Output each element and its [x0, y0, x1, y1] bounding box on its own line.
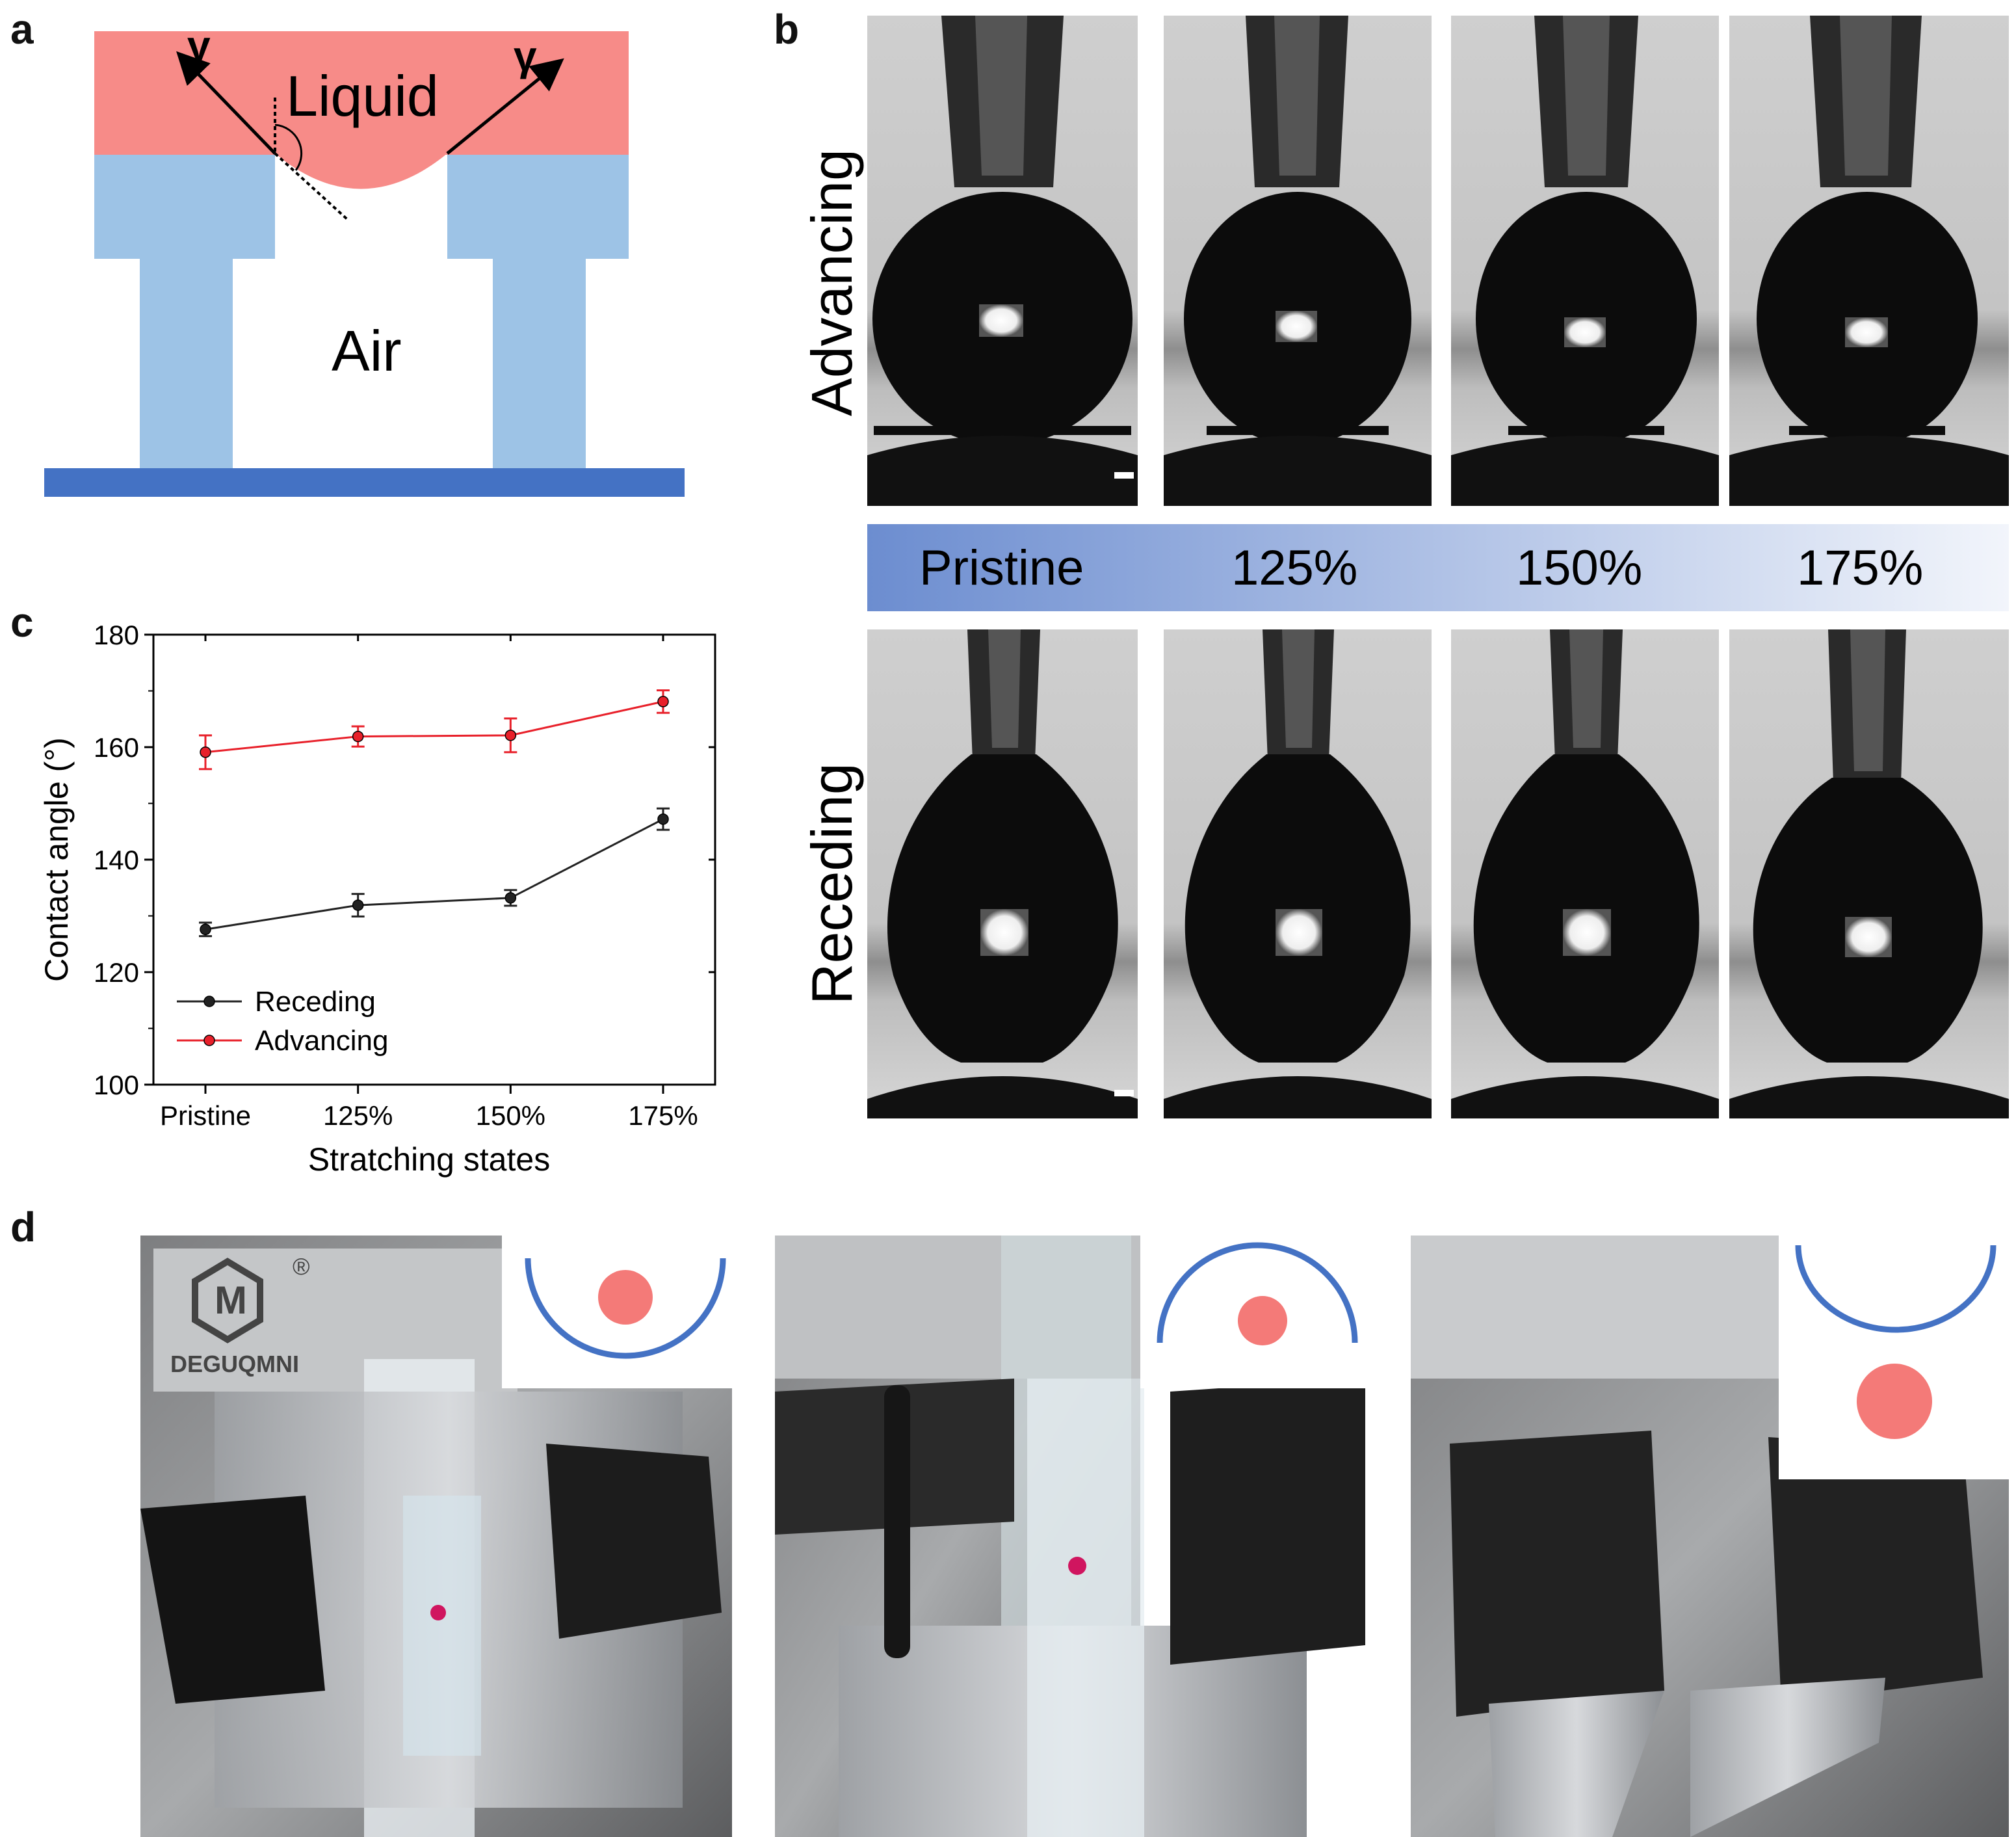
- data-point-advancing: [200, 747, 211, 758]
- inset-2-arc: [1157, 1242, 1358, 1343]
- data-point-advancing: [352, 730, 364, 743]
- legend-marker: [203, 1035, 215, 1046]
- inset-2-droplet-hanging: [1140, 1232, 1372, 1388]
- data-point-advancing: [504, 730, 517, 741]
- states-band: [867, 524, 2009, 611]
- tangent-dotted-line: [274, 152, 349, 221]
- panel-label-d: d: [10, 1204, 36, 1250]
- red-droplet-2: [1068, 1557, 1086, 1575]
- gamma-arrow-right: [446, 58, 564, 155]
- droplet-photo-grid: [867, 16, 2009, 1118]
- states-band-labels: Pristine 125% 150% 175%: [867, 524, 2009, 611]
- schematic-panel-a: γ γ Liquid Air: [44, 22, 685, 497]
- inset-2-drop: [1238, 1296, 1287, 1345]
- state-label-175: 175%: [1797, 540, 1924, 596]
- inset-1-arc: [525, 1258, 726, 1359]
- series-layer: [199, 689, 670, 938]
- y-tick-label: 120: [94, 957, 139, 988]
- plot-frame: [152, 633, 716, 1086]
- inset-1-drop: [598, 1270, 653, 1325]
- y-axis: 100 120 140 160 180: [94, 620, 715, 1100]
- advancing-label: Advancing: [800, 149, 864, 416]
- inset-3-arc: [1795, 1245, 1996, 1333]
- advancing-frame-125: [1164, 16, 1432, 506]
- substrate-base: [44, 468, 685, 497]
- x-tick-label: Pristine: [160, 1100, 251, 1131]
- gamma-right-label: γ: [514, 33, 537, 79]
- x-tick-label: 175%: [628, 1100, 698, 1131]
- advancing-frame-150: [1451, 16, 1719, 506]
- caliper-brand-text: DEGUQMNI: [170, 1351, 299, 1377]
- legend-marker: [203, 996, 215, 1007]
- inset-3-drop: [1857, 1364, 1932, 1439]
- panel-label-a: a: [10, 6, 34, 53]
- y-tick-label: 160: [94, 732, 139, 763]
- contact-angle-arc: [274, 124, 303, 171]
- receding-frame-150: [1451, 629, 1719, 1118]
- caliper-photos: M DEGUQMNI ®: [140, 1236, 2009, 1837]
- caliper-photo-2: [775, 1236, 1365, 1837]
- panel-label-c: c: [10, 599, 34, 646]
- liquid-label: Liquid: [286, 64, 439, 128]
- caliper-photo-1: M DEGUQMNI ®: [140, 1236, 732, 1837]
- pillar-cap-left: [94, 155, 275, 259]
- state-label-125: 125%: [1231, 540, 1358, 596]
- advancing-frame-pristine: [867, 16, 1138, 506]
- data-point-advancing: [657, 696, 669, 707]
- receding-frame-pristine: [867, 629, 1138, 1118]
- panel-label-b: b: [774, 6, 800, 53]
- receding-label: Receding: [800, 763, 864, 1005]
- y-axis-title: Contact angle (°): [38, 737, 75, 982]
- y-tick-label: 100: [94, 1070, 139, 1100]
- receding-frame-175: [1729, 629, 2009, 1118]
- y-tick-label: 140: [94, 845, 139, 875]
- x-axis-title: Stratching states: [308, 1141, 550, 1178]
- legend-label: Receding: [255, 986, 376, 1018]
- data-point-receding: [504, 892, 517, 904]
- air-label: Air: [332, 319, 402, 383]
- state-label-150: 150%: [1516, 540, 1643, 596]
- gamma-arrow-left: [176, 51, 276, 155]
- gamma-left-label: γ: [187, 22, 211, 69]
- legend-label: Advancing: [255, 1025, 388, 1057]
- state-label-pristine: Pristine: [919, 540, 1084, 596]
- data-point-receding: [200, 923, 211, 936]
- pillar-stem-left: [140, 259, 233, 468]
- receding-frame-125: [1164, 629, 1432, 1118]
- liquid-meniscus: [275, 153, 447, 189]
- pillar-cap-right: [447, 155, 629, 259]
- x-tick-label: 150%: [476, 1100, 545, 1131]
- y-tick-label: 180: [94, 620, 139, 650]
- red-droplet-1: [430, 1605, 446, 1620]
- contact-angle-chart: 100 120 140 160 180 Pristine 125% 150% 175% Rec…: [38, 620, 716, 1178]
- series-line-advancing: [205, 700, 664, 754]
- row-labels: Advancing Receding: [800, 149, 864, 1005]
- pillar-stem-right: [493, 259, 586, 468]
- advancing-frame-175: [1729, 16, 2009, 506]
- trademark-symbol: ®: [293, 1253, 310, 1280]
- data-point-receding: [352, 899, 364, 911]
- svg-text:M: M: [215, 1278, 247, 1322]
- inset-3-droplet-released: [1779, 1232, 2010, 1479]
- x-axis: Pristine 125% 150% 175%: [160, 635, 698, 1131]
- data-point-receding: [657, 813, 669, 825]
- x-tick-label: 125%: [323, 1100, 393, 1131]
- series-line-receding: [205, 818, 664, 931]
- inset-1-droplet-inside: [502, 1232, 733, 1388]
